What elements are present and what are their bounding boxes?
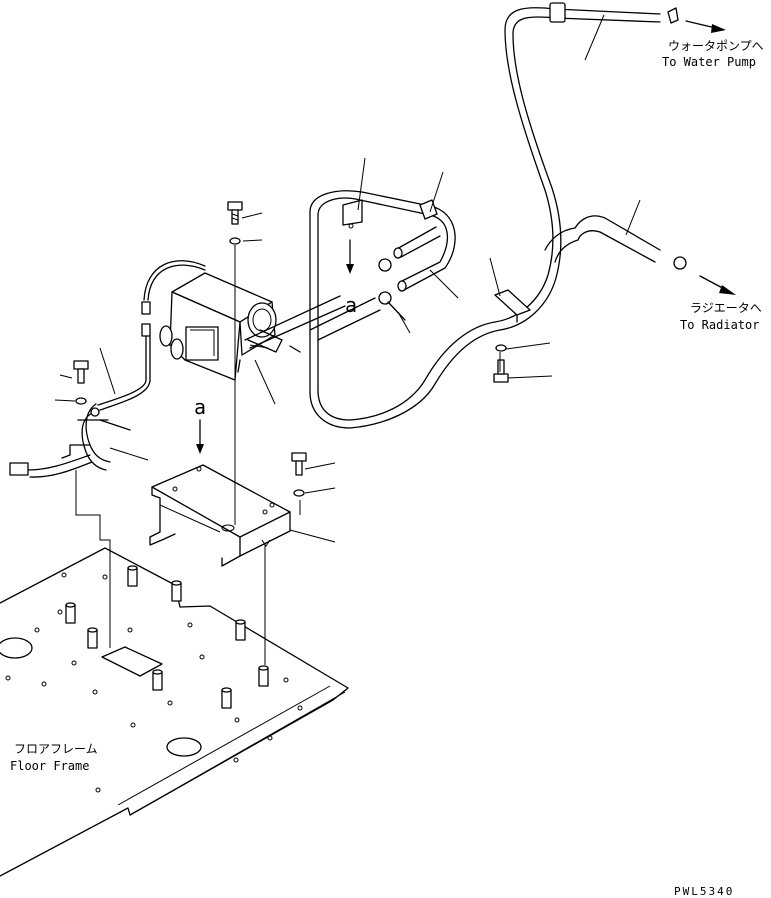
view-marker-upper: a (345, 293, 357, 317)
view-marker-lower: a (194, 395, 206, 419)
fasteners (73, 7, 687, 497)
floor-studs (65, 565, 269, 709)
assembly-guide-lines (75, 245, 501, 665)
heater-mounting-bracket (149, 464, 291, 567)
bolt-upper (227, 201, 243, 225)
washer-bracket (293, 489, 305, 497)
bolt-bracket (291, 452, 307, 476)
washer-upper (229, 237, 241, 245)
label-radiator-en: To Radiator (680, 318, 759, 332)
heater-unit (159, 272, 283, 381)
label-floor-frame-en: Floor Frame (10, 759, 89, 773)
hose-clamp-water-pump (667, 7, 679, 24)
label-water-pump-en: To Water Pump (662, 55, 756, 69)
washer-left (75, 397, 87, 405)
label-radiator-jp: ラジエータへ (690, 301, 762, 315)
view-marker-arrows (196, 239, 354, 454)
washer-right (495, 344, 507, 352)
floor-frame (0, 547, 349, 877)
floor-holes (5, 572, 303, 793)
wire-harness (9, 260, 206, 478)
leader-lines (54, 14, 641, 543)
heater-hoses (244, 2, 661, 429)
label-water-pump-jp: ウォータポンプへ (668, 39, 764, 53)
label-floor-frame-jp: フロアフレーム (14, 742, 98, 756)
hose-clamp-radiator (673, 256, 687, 270)
arrow-right-icon-radiator (699, 275, 736, 295)
arrow-right-icon (685, 20, 726, 33)
bolt-right (493, 359, 509, 383)
bolt-left (73, 360, 89, 384)
drawing-code: PWL5340 (674, 885, 734, 898)
